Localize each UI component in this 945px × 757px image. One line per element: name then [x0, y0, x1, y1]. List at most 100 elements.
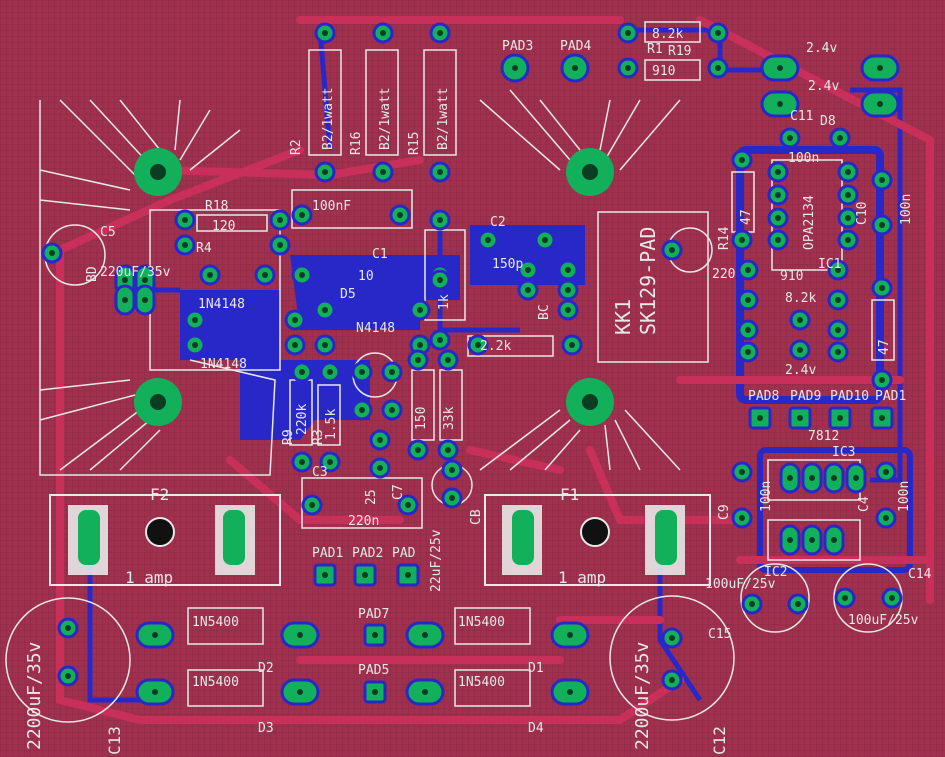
pad	[372, 22, 394, 44]
pad	[57, 617, 79, 639]
label-c3: C3	[312, 465, 328, 480]
label-bd: BD	[85, 266, 100, 282]
pad	[881, 587, 903, 609]
pad	[314, 299, 336, 321]
label-c5: C5	[100, 225, 116, 240]
pad	[363, 680, 387, 704]
pad	[827, 319, 849, 341]
label-c1-value: 10	[358, 269, 374, 284]
pad	[429, 329, 451, 351]
label-r19-value: 910	[652, 64, 675, 79]
label-c8-value: 22uF/25v	[429, 529, 444, 592]
label-d5: D5	[340, 287, 356, 302]
pad	[41, 242, 63, 264]
silkscreen-labels: R2 B2/1watt R16 B2/1watt R15 B2/1watt PA…	[24, 27, 932, 755]
pad	[845, 462, 867, 494]
pad	[291, 361, 313, 383]
pad	[409, 299, 431, 321]
label-diode-1n5400-c: 1N5400	[458, 615, 505, 630]
pad	[779, 127, 801, 149]
pad	[254, 264, 276, 286]
pad	[174, 234, 196, 256]
pad	[429, 161, 451, 183]
label-pad7: PAD7	[358, 607, 389, 622]
pad	[860, 54, 900, 82]
label-kk1-value: SK129-PAD	[636, 227, 660, 335]
pad	[407, 349, 429, 371]
label-r-33k: 33k	[442, 406, 457, 430]
pad	[57, 665, 79, 687]
label-opamp: OPA2134	[802, 195, 817, 250]
label-pad4: PAD4	[560, 39, 591, 54]
label-d3: D3	[258, 721, 274, 736]
pad	[405, 621, 445, 649]
pad	[477, 229, 499, 251]
label-diode-a: 1N4148	[198, 297, 245, 312]
pad	[174, 209, 196, 231]
label-zener-top: 2.4v	[806, 41, 837, 56]
label-r3-value: 1.5k	[324, 409, 339, 440]
label-d2: D2	[258, 661, 274, 676]
capacitor-outlines	[5, 189, 903, 723]
pad	[429, 209, 451, 231]
label-c-25: 25	[364, 489, 379, 505]
pad	[871, 169, 893, 191]
pad	[280, 621, 320, 649]
pad	[381, 399, 403, 421]
label-c1: C1	[372, 247, 388, 262]
pad	[875, 507, 897, 529]
label-pad-b: PAD2	[352, 546, 383, 561]
pad	[517, 259, 539, 281]
label-f2: F2	[150, 485, 169, 504]
pad	[405, 678, 445, 706]
label-r14: R14	[717, 226, 732, 250]
pad	[550, 678, 590, 706]
label-cap-100n-b: 100n	[899, 194, 914, 225]
pad	[860, 90, 900, 118]
pad	[827, 289, 849, 311]
pad	[827, 341, 849, 363]
label-c2: C2	[490, 215, 506, 230]
pad	[760, 90, 800, 118]
pad	[557, 279, 579, 301]
label-c-100uf-b: 100uF/25v	[848, 613, 919, 628]
label-ic3: IC3	[832, 445, 855, 460]
label-c-220: 220	[712, 267, 735, 282]
label-cap-100nf: 100nF	[312, 199, 351, 214]
pad	[737, 319, 759, 341]
pad	[731, 507, 753, 529]
pad	[184, 309, 206, 331]
pad	[284, 334, 306, 356]
pad	[837, 184, 859, 206]
pad	[737, 259, 759, 281]
pad	[389, 204, 411, 226]
label-zener-top2: 2.4v	[808, 79, 839, 94]
pad	[319, 361, 341, 383]
pad	[731, 461, 753, 483]
label-r-910b: 910	[780, 269, 803, 284]
label-r15-value: B2/1watt	[436, 87, 451, 150]
label-r-82k-b: 8.2k	[785, 291, 816, 306]
mounting-holes	[134, 148, 614, 426]
label-r9: R9	[281, 429, 296, 445]
pad	[823, 462, 845, 494]
pad	[760, 54, 800, 82]
pad	[429, 22, 451, 44]
label-r9-value: 220k	[295, 404, 310, 435]
pad	[731, 149, 753, 171]
component-pads	[41, 22, 903, 706]
pad	[557, 259, 579, 281]
pad	[837, 229, 859, 251]
label-r-150: 150	[414, 407, 429, 430]
label-pad11: PAD1	[875, 389, 906, 404]
pad	[737, 341, 759, 363]
label-r-47b: 47	[877, 339, 892, 355]
pad	[407, 439, 429, 461]
pad	[661, 239, 683, 261]
label-c15: C15	[708, 627, 731, 642]
label-c11: C11	[790, 109, 813, 124]
label-r1: R1	[647, 42, 663, 57]
pad	[517, 279, 539, 301]
pad	[741, 593, 763, 615]
